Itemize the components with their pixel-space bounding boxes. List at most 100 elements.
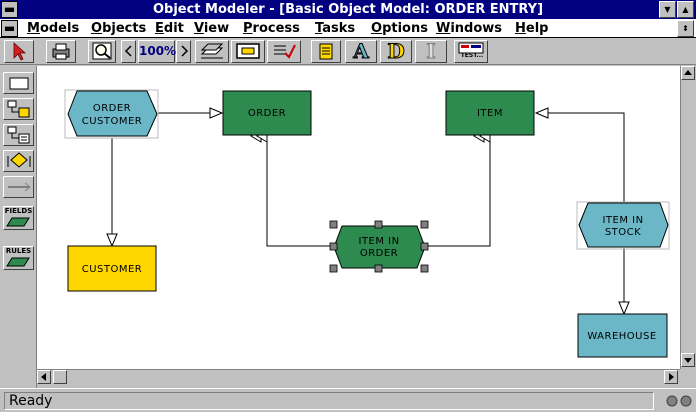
menu-help-label: elp [525,21,549,36]
zoom-level-button[interactable]: 100% [138,40,176,63]
connector-iteminorder-item[interactable] [427,129,491,247]
layers-button[interactable] [195,40,229,63]
horizontal-scroll-thumb[interactable] [53,370,67,384]
menu-windows[interactable]: Windows [436,19,502,38]
check-model-button[interactable] [267,40,301,63]
menu-windows-label: indows [450,21,503,36]
selection-handle[interactable] [329,264,338,273]
menu-edit[interactable]: Edit [155,19,184,38]
magnifier-icon [92,42,112,60]
chevron-right-icon [180,45,188,57]
aggregation-tool-button[interactable] [3,124,34,146]
status-text: Ready [4,392,654,410]
selection-handle[interactable] [329,242,338,251]
rectangle-icon [9,77,28,90]
checklist-icon [274,44,296,59]
horizontal-scrollbar[interactable] [37,369,680,385]
arrow-right-icon [669,373,674,381]
maximize-button[interactable]: ▲ [677,1,694,18]
zoom-tool-button[interactable] [88,40,116,63]
system-menu-button[interactable]: ▬ [1,1,18,18]
fields-icon [6,217,30,227]
order-customer-label-1: ORDER [93,103,131,114]
subtype-tool-button[interactable] [3,98,34,120]
diagram-canvas[interactable]: ORDER CUSTOMER ORDER ITEM CUSTOMER ITEM … [37,66,680,369]
selection-handle[interactable] [420,242,429,251]
report-icon [319,43,333,60]
menu-help[interactable]: Help [515,19,548,38]
rules-label: RULES [5,247,32,255]
scroll-down-button[interactable] [681,353,695,367]
fields-tool-button[interactable]: FIELDS [3,206,34,230]
document-control-menu-button[interactable]: ▬ [1,20,18,37]
entity-item-in-order[interactable]: ITEM IN ORDER [329,220,429,273]
entity-item-in-stock[interactable]: ITEM IN STOCK [576,201,670,250]
menu-options[interactable]: Options [371,19,428,38]
menu-models-label: odels [39,21,80,36]
association-tool-button[interactable] [3,150,34,172]
connector-tool-button[interactable] [3,176,34,198]
item-in-stock-label-1: ITEM IN [602,215,643,226]
menu-edit-mnemonic: E [155,21,164,36]
minimize-button[interactable]: ▼ [659,1,676,18]
entity-warehouse[interactable]: WAREHOUSE [577,313,668,358]
menu-help-mnemonic: H [515,21,526,36]
vertical-scrollbar[interactable] [680,66,696,369]
test-button[interactable]: TEST... [454,40,488,63]
order-customer-label-2: CUSTOMER [82,116,143,127]
entity-customer[interactable]: CUSTOMER [67,245,157,292]
entity-order[interactable]: ORDER [222,90,312,136]
entity-item[interactable]: ITEM [445,90,535,136]
menu-objects-label: bjects [102,21,147,36]
scroll-right-button[interactable] [664,370,678,384]
scroll-corner [680,369,696,385]
item-in-order-label-2: ORDER [360,248,398,259]
selection-handle[interactable] [374,264,383,273]
attribute-d-button[interactable]: D [380,40,412,63]
connector-iteminorder-order[interactable] [250,129,331,247]
test-label: TEST... [460,52,484,59]
menu-process[interactable]: Process [243,19,300,38]
fit-window-icon [236,43,260,59]
attribute-i-button[interactable]: I [415,40,447,63]
subtype-icon [7,100,29,118]
scroll-up-button[interactable] [681,66,695,80]
arrow-cursor-icon [13,42,27,61]
menu-objects[interactable]: Objects [91,19,146,38]
toolbar: 100% A D I TEST... [0,38,696,65]
menu-tasks[interactable]: Tasks [315,19,355,38]
fit-to-window-button[interactable] [231,40,265,63]
association-icon [7,152,30,168]
document-restore-button[interactable]: ⬍ [677,20,694,37]
zoom-out-button[interactable] [121,40,136,63]
selection-handle[interactable] [420,220,429,229]
status-indicator-icon [666,395,692,407]
connector-iteminstock-item[interactable] [536,113,625,202]
rectangle-tool-button[interactable] [3,72,34,94]
scroll-left-button[interactable] [37,370,51,384]
layers-icon [200,43,224,59]
attribute-a-button[interactable]: A [345,40,377,63]
pointer-tool-button[interactable] [4,40,34,63]
customer-label: CUSTOMER [82,264,143,275]
menu-windows-mnemonic: W [436,21,451,36]
print-button[interactable] [46,40,76,63]
order-label: ORDER [248,108,286,119]
printer-icon [52,43,70,60]
entity-order-customer[interactable]: ORDER CUSTOMER [64,89,159,139]
arrow-down-icon [684,358,692,363]
arrow-up-icon [684,70,692,75]
item-label: ITEM [477,108,503,119]
menu-edit-label: dit [163,21,184,36]
report-button[interactable] [311,40,341,63]
selection-handle[interactable] [374,220,383,229]
menu-models[interactable]: Models [27,19,79,38]
zoom-in-button[interactable] [176,40,191,63]
selection-handle[interactable] [420,264,429,273]
fields-label: FIELDS [4,207,33,215]
menu-view[interactable]: View [194,19,229,38]
selection-handle[interactable] [329,220,338,229]
rules-tool-button[interactable]: RULES [3,246,34,270]
selection-handles[interactable] [329,220,429,273]
attribute-a-icon: A [353,39,370,63]
